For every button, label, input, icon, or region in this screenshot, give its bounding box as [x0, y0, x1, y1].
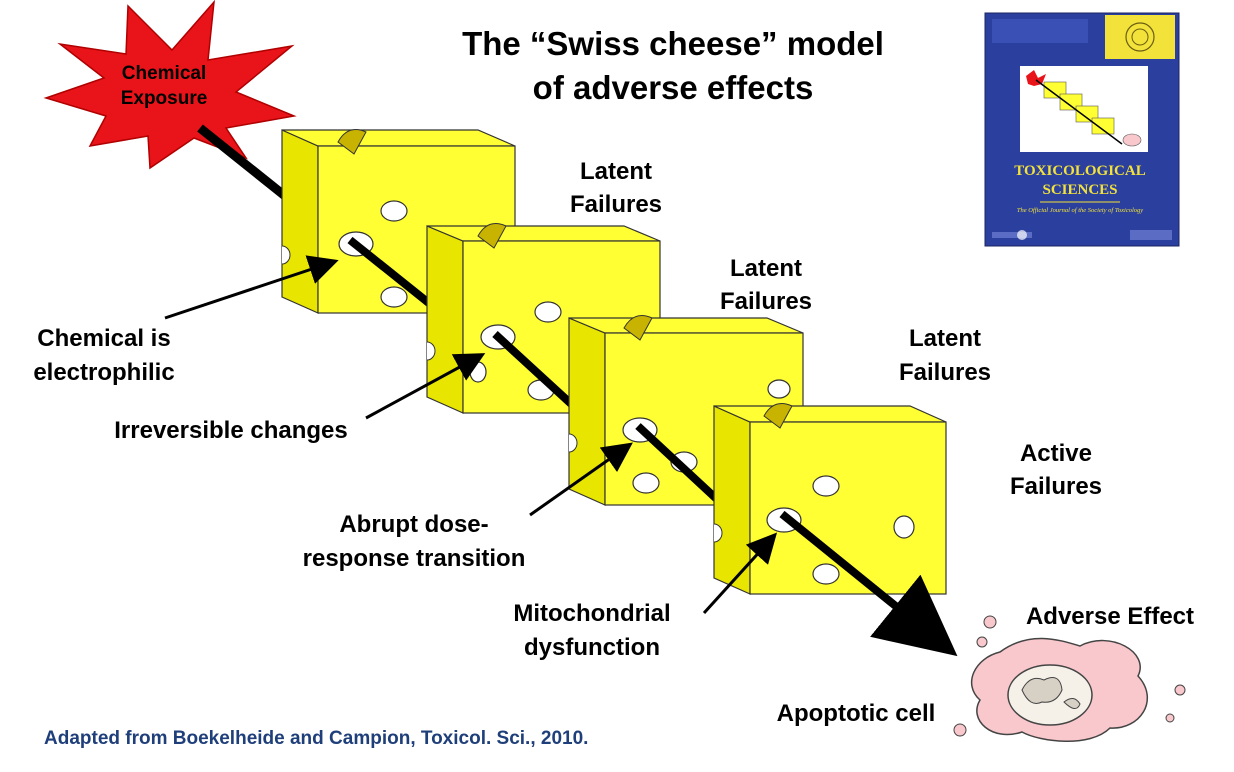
burst-label-line-1: Chemical [122, 63, 206, 84]
slice-3-label-line-1: Latent [909, 325, 981, 352]
chemical-exposure-burst: Chemical Exposure [43, 0, 297, 170]
electrophilic-label-line-2: electrophilic [33, 359, 174, 386]
journal-title-line-2: SCIENCES [1042, 182, 1117, 198]
journal-header-text-block [992, 19, 1088, 43]
slice-3-label-line-2: Failures [899, 359, 991, 386]
slice-1-label-line-2: Failures [570, 191, 662, 218]
citation: Adapted from Boekelheide and Campion, To… [44, 728, 589, 749]
title-line-1: The “Swiss cheese” model [462, 25, 884, 62]
mito-label-line-2: dysfunction [524, 634, 660, 661]
irreversible-arrow [365, 353, 486, 420]
abrupt-label-line-2: response transition [303, 545, 526, 572]
slice-1-label-line-1: Latent [580, 158, 652, 185]
mito-label-line-1: Mitochondrial [513, 600, 670, 627]
journal-title-line-1: TOXICOLOGICAL [1014, 163, 1145, 179]
title-line-2: of adverse effects [533, 69, 814, 106]
electrophilic-label-line-1: Chemical is [37, 325, 170, 352]
irreversible-label: Irreversible changes [114, 417, 347, 444]
journal-seal [1125, 22, 1155, 52]
slice-4-label-line-1: Active [1020, 440, 1092, 467]
electrophilic-arrow [164, 255, 339, 320]
journal-subtitle: The Official Journal of the Society of T… [1017, 207, 1143, 214]
abrupt-label-line-1: Abrupt dose- [339, 511, 488, 538]
burst-label-line-2: Exposure [121, 88, 208, 109]
abrupt-arrow [529, 442, 633, 517]
slice-2-label-line-1: Latent [730, 255, 802, 282]
journal-cover-figure [1020, 66, 1148, 152]
adverse-effect-label: Adverse Effect [1026, 603, 1194, 630]
path-line-2 [492, 331, 583, 415]
path-line-3 [635, 423, 725, 507]
slice-4-label-line-2: Failures [1010, 473, 1102, 500]
path-line-1 [347, 236, 443, 316]
journal-cover: TOXICOLOGICAL SCIENCES The Official Jour… [984, 12, 1180, 247]
final-arrow [779, 510, 958, 657]
slice-2-label-line-2: Failures [720, 288, 812, 315]
apoptotic-cell [953, 615, 1186, 742]
publisher-logo-left [992, 232, 1032, 238]
mito-arrow [702, 532, 778, 615]
publisher-logo-right [1130, 230, 1172, 240]
apoptotic-cell-label: Apoptotic cell [777, 700, 936, 727]
